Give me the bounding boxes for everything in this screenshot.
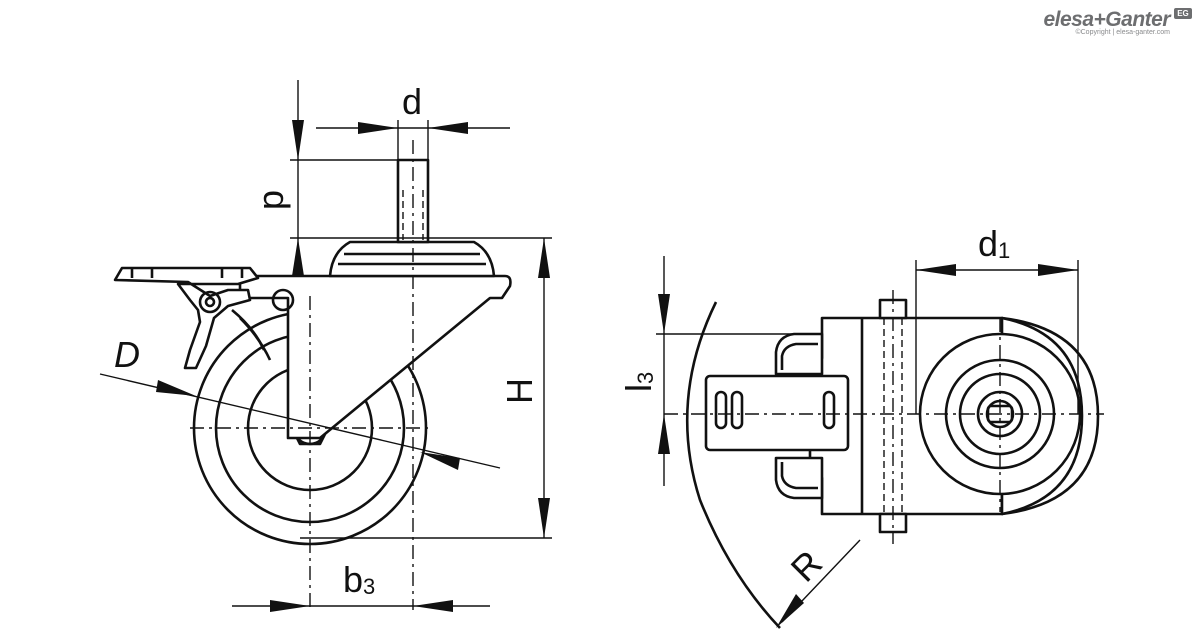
- dimension-b3: [232, 600, 490, 612]
- label-l3-main: l: [618, 384, 659, 392]
- dimension-d: [316, 120, 510, 160]
- label-p: p: [250, 190, 291, 210]
- dimension-H: [300, 238, 552, 539]
- label-H: H: [499, 378, 540, 404]
- dimension-R: [776, 539, 861, 628]
- label-D: D: [114, 334, 140, 375]
- dimension-d1: [915, 260, 1079, 414]
- label-l3-sub: 3: [633, 372, 658, 384]
- label-d1-main: d: [978, 223, 998, 264]
- label-l3: l3: [618, 372, 659, 392]
- label-b3-sub: 3: [363, 574, 375, 599]
- brake-pedal: [113, 266, 272, 370]
- brand-logo: elesa+Ganter EG ©Copyright | elesa-gante…: [1043, 8, 1192, 36]
- dimension-D: [99, 373, 501, 470]
- brand-copyright: ©Copyright | elesa-ganter.com: [1075, 29, 1170, 36]
- dimension-l3: [656, 256, 822, 486]
- dimension-p: [290, 80, 552, 276]
- label-d: d: [402, 81, 422, 122]
- top-view: d1 l3 R: [618, 223, 1104, 629]
- swivel-radius-arc: [685, 301, 781, 629]
- label-b3: b3: [343, 559, 375, 600]
- label-b3-main: b: [343, 559, 363, 600]
- label-d1-sub: 1: [998, 238, 1010, 263]
- label-R: R: [783, 542, 830, 589]
- brand-name: elesa+Ganter: [1043, 8, 1170, 31]
- brand-badge: EG: [1174, 8, 1192, 19]
- label-d1: d1: [978, 223, 1010, 264]
- side-view: d p H D b3: [99, 80, 552, 612]
